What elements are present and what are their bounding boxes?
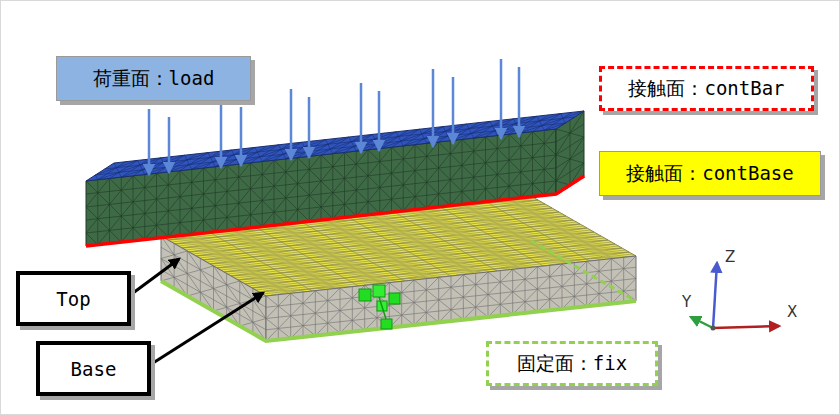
load-arrow <box>378 91 381 151</box>
load-arrow <box>360 83 363 153</box>
load-arrow <box>452 77 455 144</box>
box-label: Top <box>56 288 90 310</box>
load-arrow <box>432 69 435 147</box>
part-name-box: Top <box>16 271 131 326</box>
axis-label: Z <box>725 248 735 266</box>
box-label: 荷重面：load <box>93 66 215 92</box>
load-arrow <box>290 89 293 160</box>
load-arrow <box>500 59 503 139</box>
box-label: 接触面：contBase <box>626 161 794 187</box>
load-arrow <box>220 99 223 168</box>
load-face-box: 荷重面：load <box>56 56 251 101</box>
axis-triad <box>691 263 779 331</box>
fix-outline-dashed <box>531 241 636 301</box>
load-arrow <box>308 97 311 158</box>
load-arrow <box>518 67 521 137</box>
base-front-face <box>266 256 636 341</box>
load-arrow <box>148 109 151 175</box>
load-arrow <box>168 117 171 173</box>
load-arrow <box>240 107 243 166</box>
constraint-symbols <box>359 285 400 329</box>
axis-label: X <box>787 303 797 321</box>
box-label: 接触面：contBar <box>628 76 784 102</box>
part-name-box: Base <box>36 341 151 396</box>
contact-face-box: 接触面：contBase <box>599 151 821 196</box>
axis-label: Y <box>682 293 691 311</box>
top-load-face <box>86 111 584 181</box>
leader-arrows <box>133 259 263 363</box>
contbar-outline <box>86 176 584 246</box>
contact-face-box: 接触面：contBar <box>599 66 814 111</box>
box-label: Base <box>71 358 117 380</box>
box-label: 固定面：fix <box>517 351 627 377</box>
fixed-face-box: 固定面：fix <box>486 341 658 386</box>
